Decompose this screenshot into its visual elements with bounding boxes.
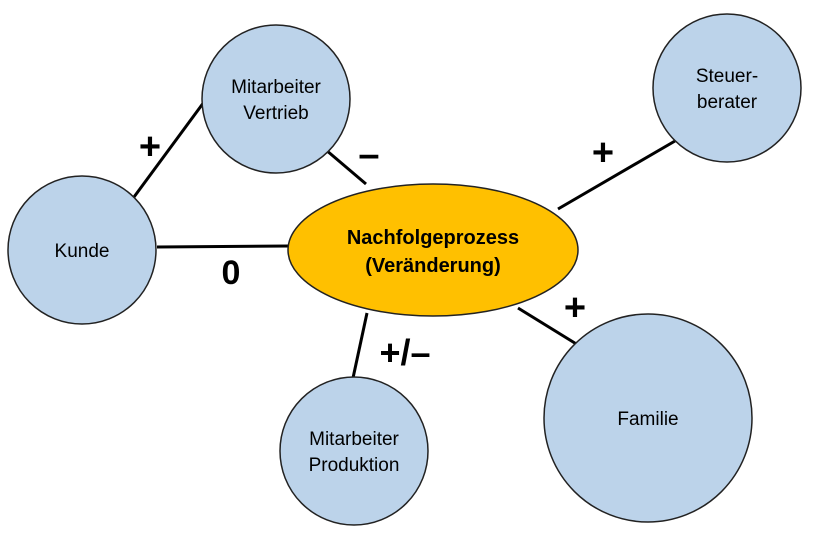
node-familie: Familie — [543, 313, 753, 523]
center-line1: Nachfolgeprozess — [347, 227, 519, 249]
edge-produktion-center — [351, 312, 369, 379]
node-mitarbeiter-produktion: Mitarbeiter Produktion — [279, 376, 429, 526]
edge-familie-center — [517, 306, 579, 347]
edge-label-produktion-center: +/– — [379, 332, 430, 373]
node-familie-label: Familie — [617, 409, 678, 430]
edge-label-kunde-vertrieb: + — [139, 126, 161, 168]
node-nachfolgeprozess: Nachfolgeprozess (Veränderung) — [287, 183, 579, 317]
edge-vertrieb-center — [325, 148, 367, 186]
node-mitarbeiter-vertrieb: Mitarbeiter Vertrieb — [201, 24, 351, 174]
edge-label-vertrieb-center: – — [358, 134, 379, 176]
edge-label-steuer-center: + — [592, 132, 614, 174]
node-produktion-line1: Mitarbeiter — [309, 429, 399, 450]
node-vertrieb-line2: Vertrieb — [243, 103, 308, 124]
center-line2: (Veränderung) — [365, 255, 501, 277]
node-vertrieb-line1: Mitarbeiter — [231, 77, 321, 98]
node-steuer-line1: Steuer- — [696, 66, 758, 87]
edge-label-kunde-center: 0 — [222, 254, 241, 292]
node-steuer-line2: berater — [697, 92, 758, 113]
node-produktion-line2: Produktion — [309, 455, 400, 476]
edge-label-familie-center: + — [564, 287, 586, 329]
edge-kunde-vertrieb — [132, 101, 206, 198]
edge-steuer-center — [557, 139, 676, 211]
node-steuerberater: Steuer- berater — [652, 13, 802, 163]
node-kunde-label: Kunde — [55, 241, 110, 262]
node-kunde: Kunde — [7, 175, 157, 325]
edge-kunde-center — [156, 244, 290, 249]
